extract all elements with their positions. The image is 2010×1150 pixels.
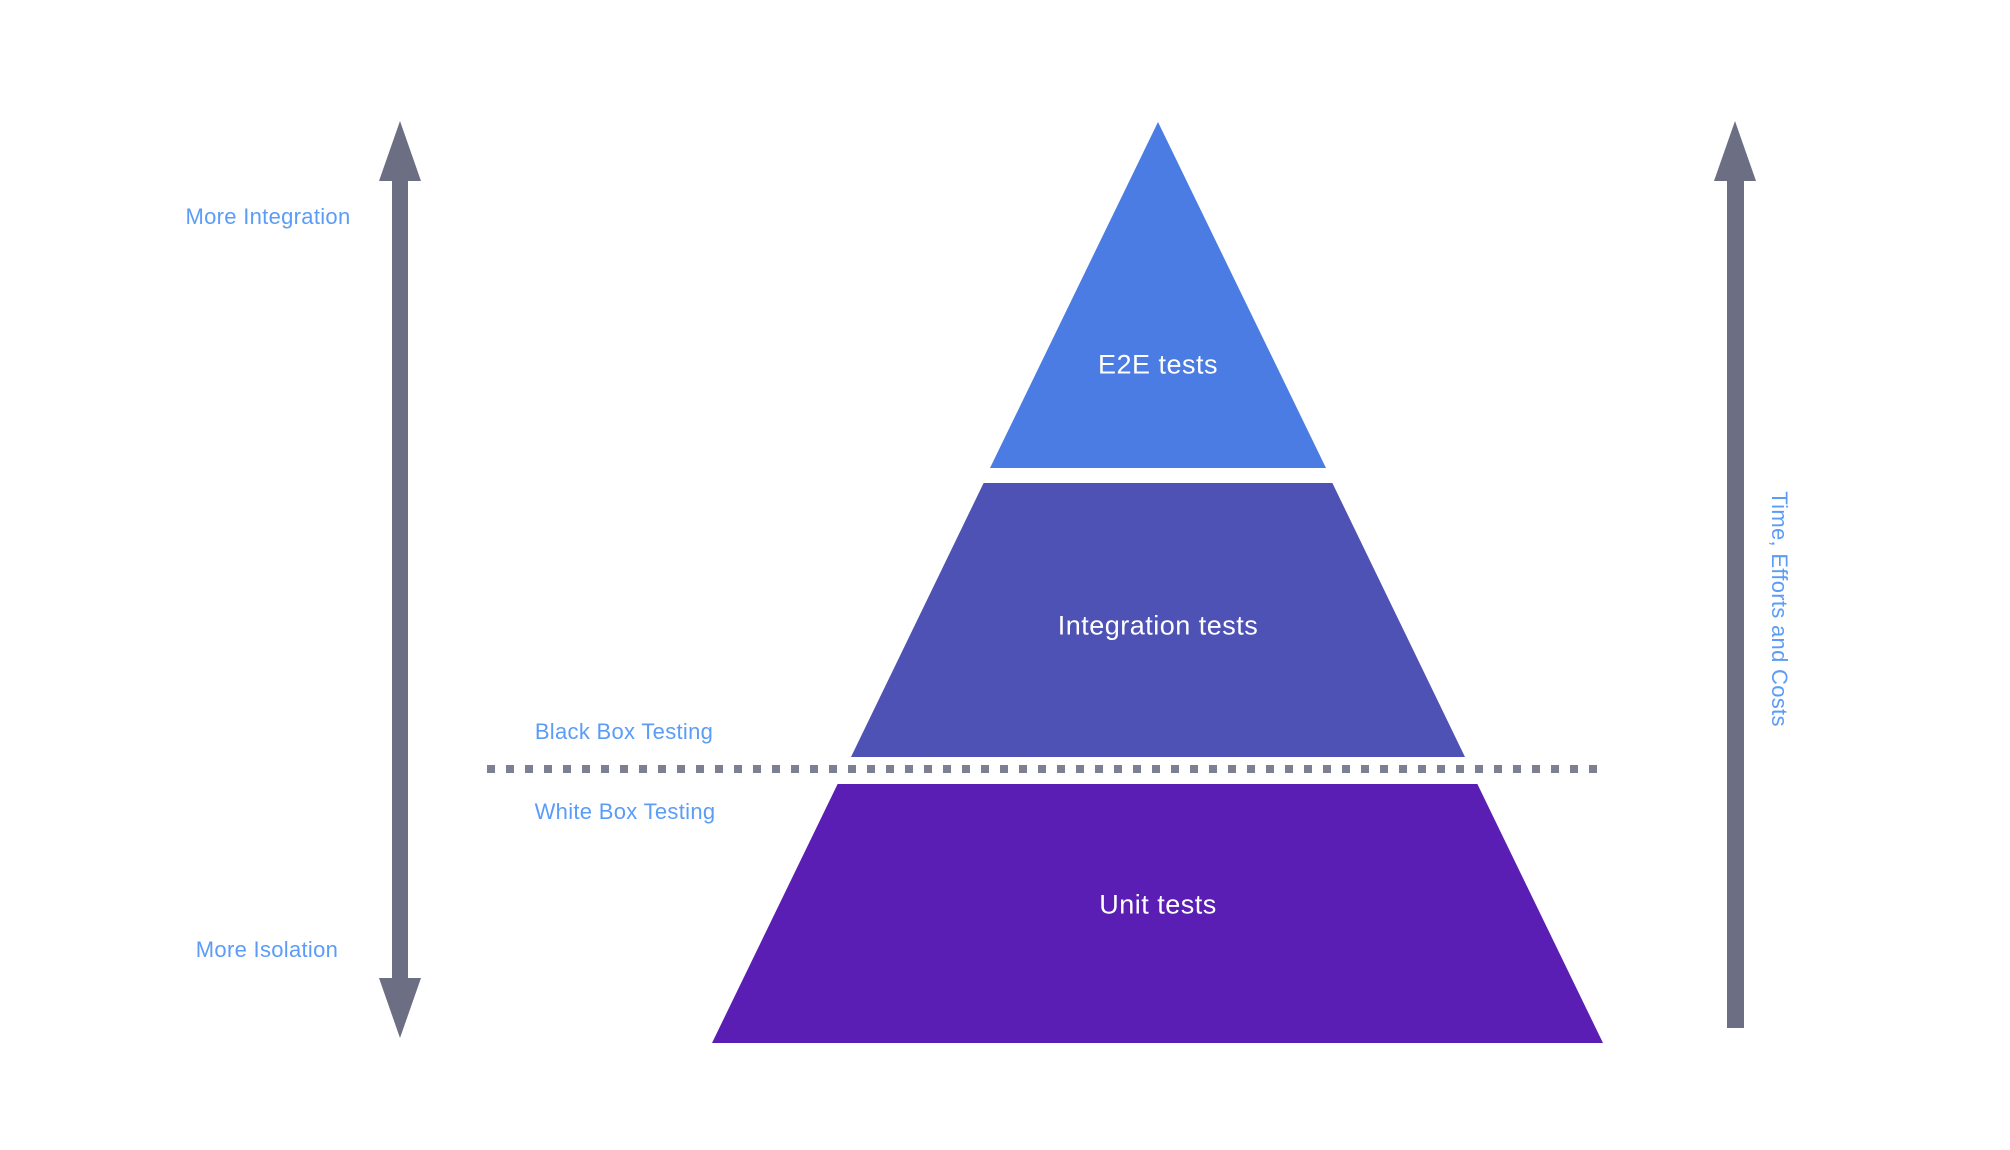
unit-tests-label: Unit tests bbox=[1099, 889, 1217, 920]
black-white-box-divider-line bbox=[487, 765, 1603, 773]
arrow-down-icon bbox=[379, 978, 421, 1038]
e2e-tests-label: E2E tests bbox=[1097, 349, 1219, 380]
left-arrow-shaft bbox=[392, 172, 408, 984]
integration-tests-label: Integration tests bbox=[1057, 610, 1259, 641]
time-efforts-costs-label: Time, Efforts and Costs bbox=[1767, 491, 1792, 727]
pyramid-level-e2e bbox=[990, 122, 1326, 468]
white-box-testing-label: White Box Testing bbox=[534, 799, 716, 824]
more-isolation-label: More Isolation bbox=[195, 937, 339, 962]
black-box-testing-label: Black Box Testing bbox=[534, 719, 714, 744]
more-integration-label: More Integration bbox=[185, 204, 351, 229]
pyramid-level-unit bbox=[712, 784, 1603, 1043]
right-arrow-shaft bbox=[1727, 172, 1744, 1028]
